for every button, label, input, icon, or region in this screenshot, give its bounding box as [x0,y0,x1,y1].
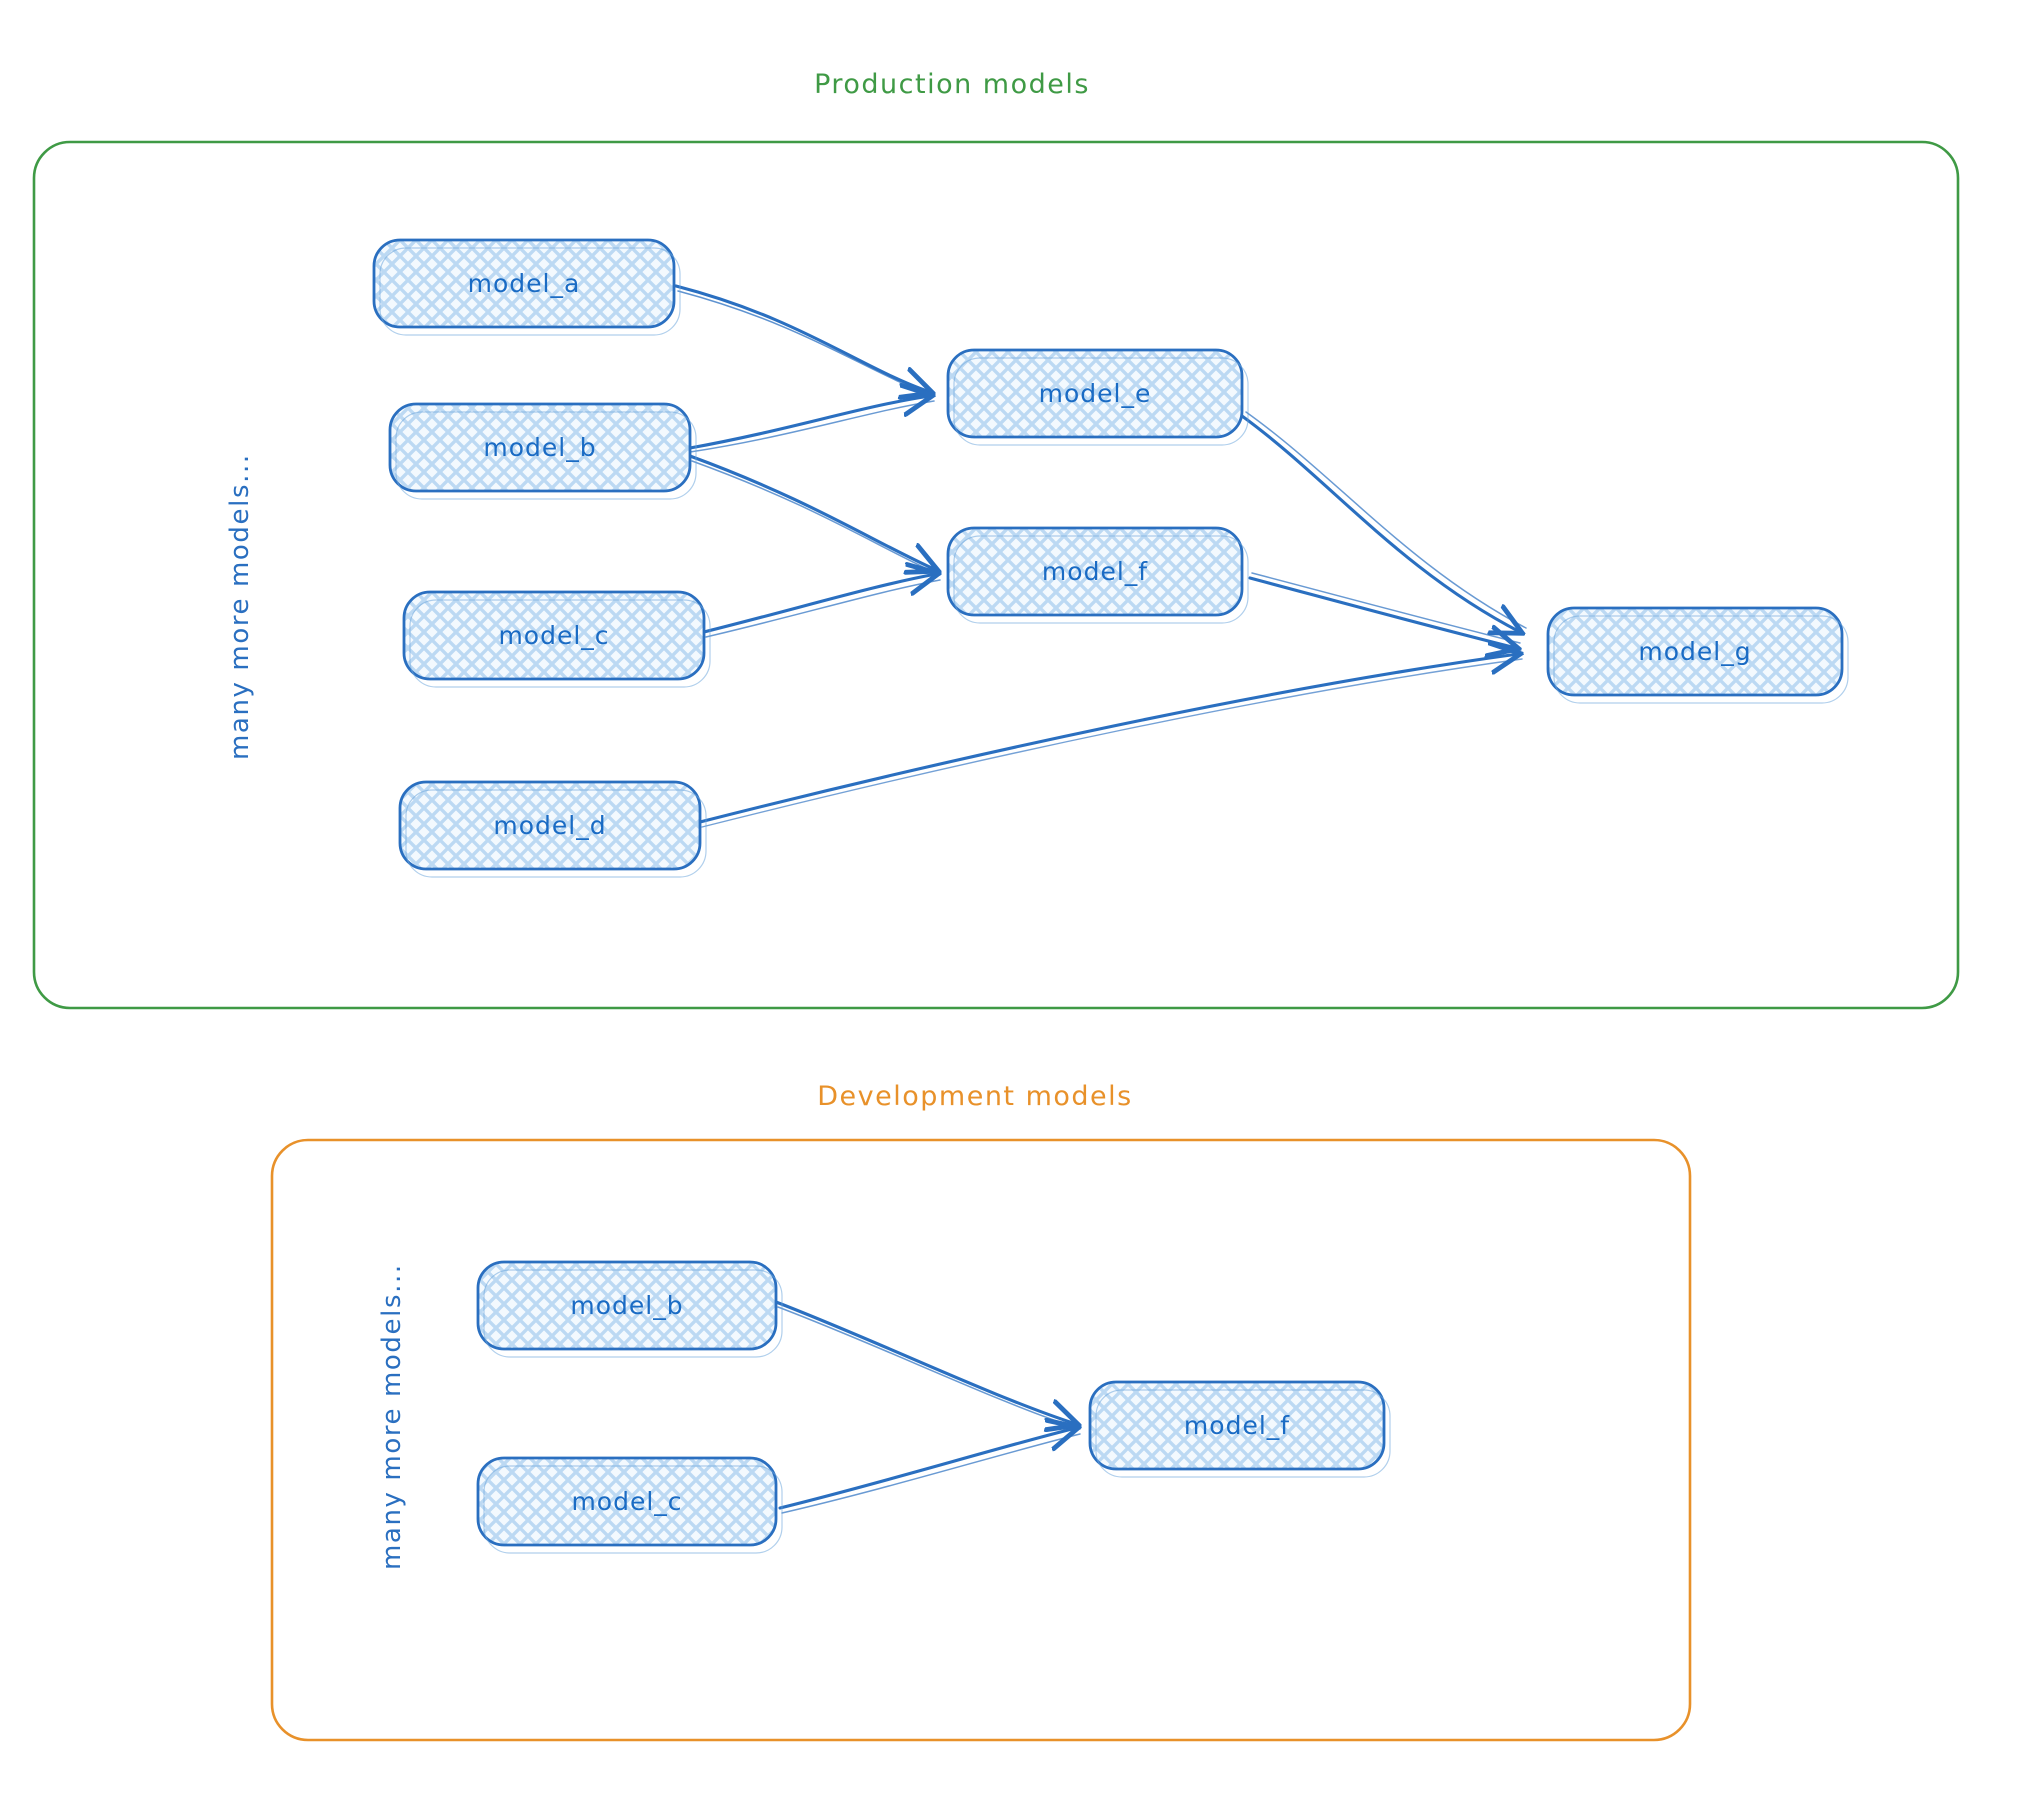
node-dev_model_b-shape [476,1260,778,1351]
node-model_b-label: model_b [483,433,596,462]
node-model_f-label: model_f [1042,557,1148,586]
node-dev_model_c[interactable]: model_c [476,1456,783,1554]
node-model_b-shape [388,402,692,493]
node-model_c-label: model_c [498,621,609,650]
node-model_c-shape [402,590,706,681]
development-group-title: Development models [817,1081,1132,1112]
edge-dev_model_b-dev_model_f [774,1300,1076,1424]
edge-model_b-model_e [688,396,930,450]
node-dev_model_b-shadow [483,1269,783,1358]
edge-model_b-model_f-sketch [691,460,941,576]
edge-model_e-model_g [1240,414,1520,632]
group-production[interactable]: Production models many more models... [32,69,1960,1010]
node-dev_model_f-label: model_f [1184,1411,1290,1440]
node-model_d-shape [398,780,702,871]
node-model_f-shadow [953,535,1249,624]
production-side-label: many more models... [225,453,255,760]
production-edges [674,284,1527,828]
node-model_a-shadow [379,247,681,336]
edge-model_f-model_g-sketch [1251,572,1521,644]
node-model_d-shadow [405,789,707,878]
edge-model_d-model_g-sketch [701,658,1523,828]
node-model_g-label: model_g [1638,637,1751,666]
node-dev_model_f[interactable]: model_f [1088,1380,1391,1478]
edge-model_f-model_g [1248,576,1516,648]
node-model_g-shadow [1553,615,1849,704]
edge-model_a-model_e [674,284,930,392]
node-model_g-shape [1546,606,1844,697]
node-dev_model_c-label: model_c [571,1487,682,1516]
production-group-title: Production models [814,69,1090,100]
edge-model_b-model_e-sketch [689,400,935,453]
development-group-frame [270,1138,1692,1742]
edge-dev_model_b-dev_model_f-sketch [777,1306,1081,1430]
node-dev_model_b-label: model_b [570,1291,683,1320]
node-dev_model_b[interactable]: model_b [476,1260,783,1358]
node-model_e-shape [946,348,1244,439]
edge-model_a-model_e-sketch [677,290,935,397]
node-model_c-shadow [409,599,711,688]
edge-dev_model_c-dev_model_f [778,1428,1076,1510]
node-model_a-shape [372,238,676,329]
node-model_d[interactable]: model_d [398,780,707,878]
node-dev_model_f-shadow [1095,1389,1391,1478]
node-dev_model_f-shape [1088,1380,1386,1471]
node-dev_model_c-shadow [483,1465,783,1554]
node-model_d-label: model_d [493,811,606,840]
node-model_e-shadow [953,357,1249,446]
development-edges [774,1300,1081,1514]
group-development[interactable]: Development models many more models... m… [270,1081,1692,1742]
edge-model_c-model_f-sketch [705,579,941,638]
node-dev_model_c-shape [476,1456,778,1547]
edge-model_d-model_g [698,654,1518,824]
node-model_a[interactable]: model_a [372,238,681,336]
production-group-frame [32,140,1960,1010]
node-model_b-shadow [395,411,697,500]
node-model_g[interactable]: model_g [1546,606,1849,704]
edge-model_b-model_f [688,454,936,570]
node-model_e[interactable]: model_e [946,348,1249,446]
node-model_b[interactable]: model_b [388,402,697,500]
node-model_f-shape [946,526,1244,617]
development-side-label: many more models... [377,1263,407,1570]
node-model_e-label: model_e [1039,379,1152,408]
edge-model_e-model_g-sketch [1245,411,1527,629]
node-model_a-label: model_a [468,269,581,298]
edge-dev_model_c-dev_model_f-sketch [781,1433,1081,1514]
node-model_f[interactable]: model_f [946,526,1249,624]
node-model_c[interactable]: model_c [402,590,711,688]
edge-model_c-model_f [702,574,936,634]
